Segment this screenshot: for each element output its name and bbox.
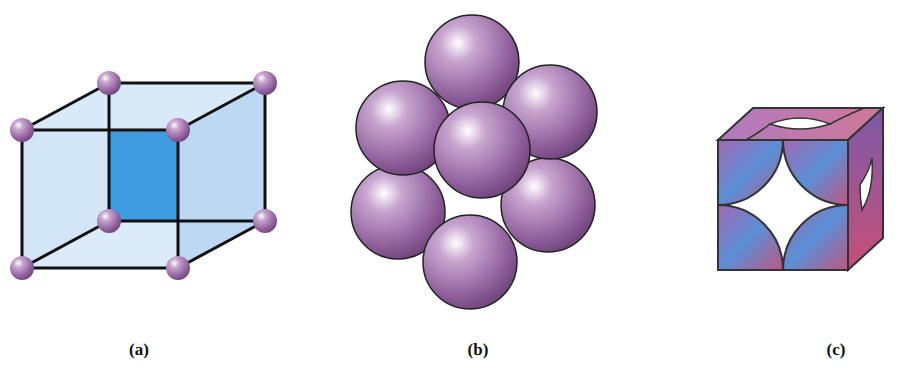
panel-label: (b) xyxy=(468,340,489,360)
panel-label: (a) xyxy=(129,340,149,360)
ball-stick-cube xyxy=(10,71,277,280)
packed-spheres xyxy=(351,15,597,309)
sphere-section-cube xyxy=(718,108,883,270)
panel-label: (c) xyxy=(827,340,846,360)
